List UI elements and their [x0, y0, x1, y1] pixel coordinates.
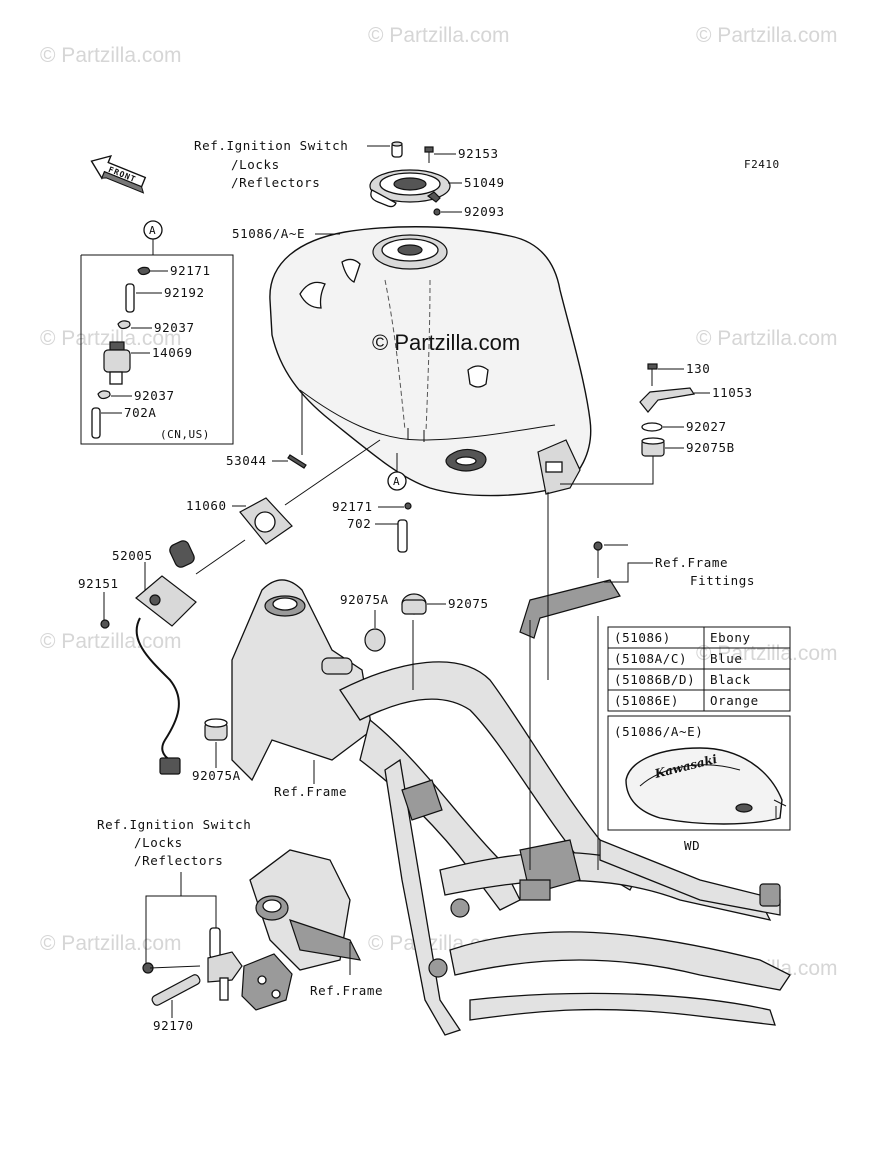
ref-ignition-bottom-line3: /Reflectors — [134, 853, 223, 868]
callout-92075b: 92075B — [686, 440, 735, 455]
watermark: © Partzilla.com — [696, 24, 838, 47]
callout-52005: 52005 — [112, 548, 153, 563]
ref-ignition-bottom-line1: Ref.Ignition Switch — [97, 817, 251, 832]
region-note-cn-us: (CN,US) — [160, 428, 210, 441]
ref-ignition-bottom-line2: /Locks — [134, 835, 183, 850]
table-code-cell: (51086) — [614, 630, 671, 645]
callout-92153: 92153 — [458, 146, 499, 161]
callout-92151: 92151 — [78, 576, 119, 591]
ref-frame-fittings-line1: Ref.Frame — [655, 555, 728, 570]
callout-14069: 14069 — [152, 345, 193, 360]
ref-frame-1: Ref.Frame — [274, 784, 347, 799]
callout-11060: 11060 — [186, 498, 227, 513]
table-color-cell: Orange — [710, 693, 759, 708]
watermark: © Partzilla.com — [368, 24, 510, 47]
callout-702: 702 — [347, 516, 371, 531]
fuel-pump-assembly — [100, 539, 246, 775]
watermark: © Partzilla.com — [696, 327, 838, 350]
callout-92171-a: 92171 — [170, 263, 211, 278]
callout-51049: 51049 — [464, 175, 505, 190]
table-color-cell: Ebony — [710, 630, 751, 645]
callout-92075a-bottom: 92075A — [192, 768, 241, 783]
center-watermark: © Partzilla.com — [372, 330, 520, 355]
table-code-cell: (51086B/D) — [614, 672, 695, 687]
table-code-cell: (5108A/C) — [614, 651, 687, 666]
figure-code: F2410 — [744, 158, 780, 171]
ref-frame-2: Ref.Frame — [310, 983, 383, 998]
callout-92027: 92027 — [686, 419, 727, 434]
fuel-line-inset: A — [80, 220, 234, 445]
tank-decal-inset: (51086/A~E) Kawasaki — [607, 715, 791, 831]
watermark: © Partzilla.com — [40, 932, 182, 955]
front-arrow-icon: FRONT — [90, 154, 147, 194]
callout-130: 130 — [686, 361, 710, 376]
fuel-cap-assembly — [369, 141, 451, 216]
marker-a-label-2: A — [393, 475, 400, 488]
ref-ignition-top-line3: /Reflectors — [231, 175, 320, 190]
table-color-cell: Blue — [710, 651, 743, 666]
callout-92075: 92075 — [448, 596, 489, 611]
callout-92170: 92170 — [153, 1018, 194, 1033]
fuel-tank — [269, 226, 592, 497]
watermark: © Partzilla.com — [40, 630, 182, 653]
ref-ignition-top-line1: Ref.Ignition Switch — [194, 138, 348, 153]
lower-tank-parts: A — [239, 392, 412, 553]
callout-53044: 53044 — [226, 453, 267, 468]
color-table: (51086) Ebony (5108A/C) Blue (51086B/D) … — [607, 626, 791, 712]
ref-frame-fittings-line2: Fittings — [690, 573, 755, 588]
callout-92075a-top: 92075A — [340, 592, 389, 607]
callout-702a: 702A — [124, 405, 157, 420]
table-code-cell: (51086E) — [614, 693, 679, 708]
callout-92171-b: 92171 — [332, 499, 373, 514]
ignition-lock-parts — [142, 849, 362, 1011]
inset-title: (51086/A~E) — [614, 724, 703, 739]
marker-a-label: A — [149, 224, 156, 237]
table-color-cell: Black — [710, 672, 751, 687]
callout-11053: 11053 — [712, 385, 753, 400]
watermark: © Partzilla.com — [40, 327, 182, 350]
callout-92093: 92093 — [464, 204, 505, 219]
callout-92037-a: 92037 — [154, 320, 195, 335]
ref-ignition-top-line2: /Locks — [231, 157, 280, 172]
watermark: © Partzilla.com — [40, 44, 182, 67]
callout-92192: 92192 — [164, 285, 205, 300]
tank-mount-parts — [560, 363, 696, 485]
callout-51086: 51086/A~E — [232, 226, 305, 241]
leader-ref-frame-fittings — [604, 562, 653, 583]
motorcycle-frame — [204, 492, 791, 1036]
inset-caption-wd: WD — [684, 838, 700, 853]
callout-92037-b: 92037 — [134, 388, 175, 403]
